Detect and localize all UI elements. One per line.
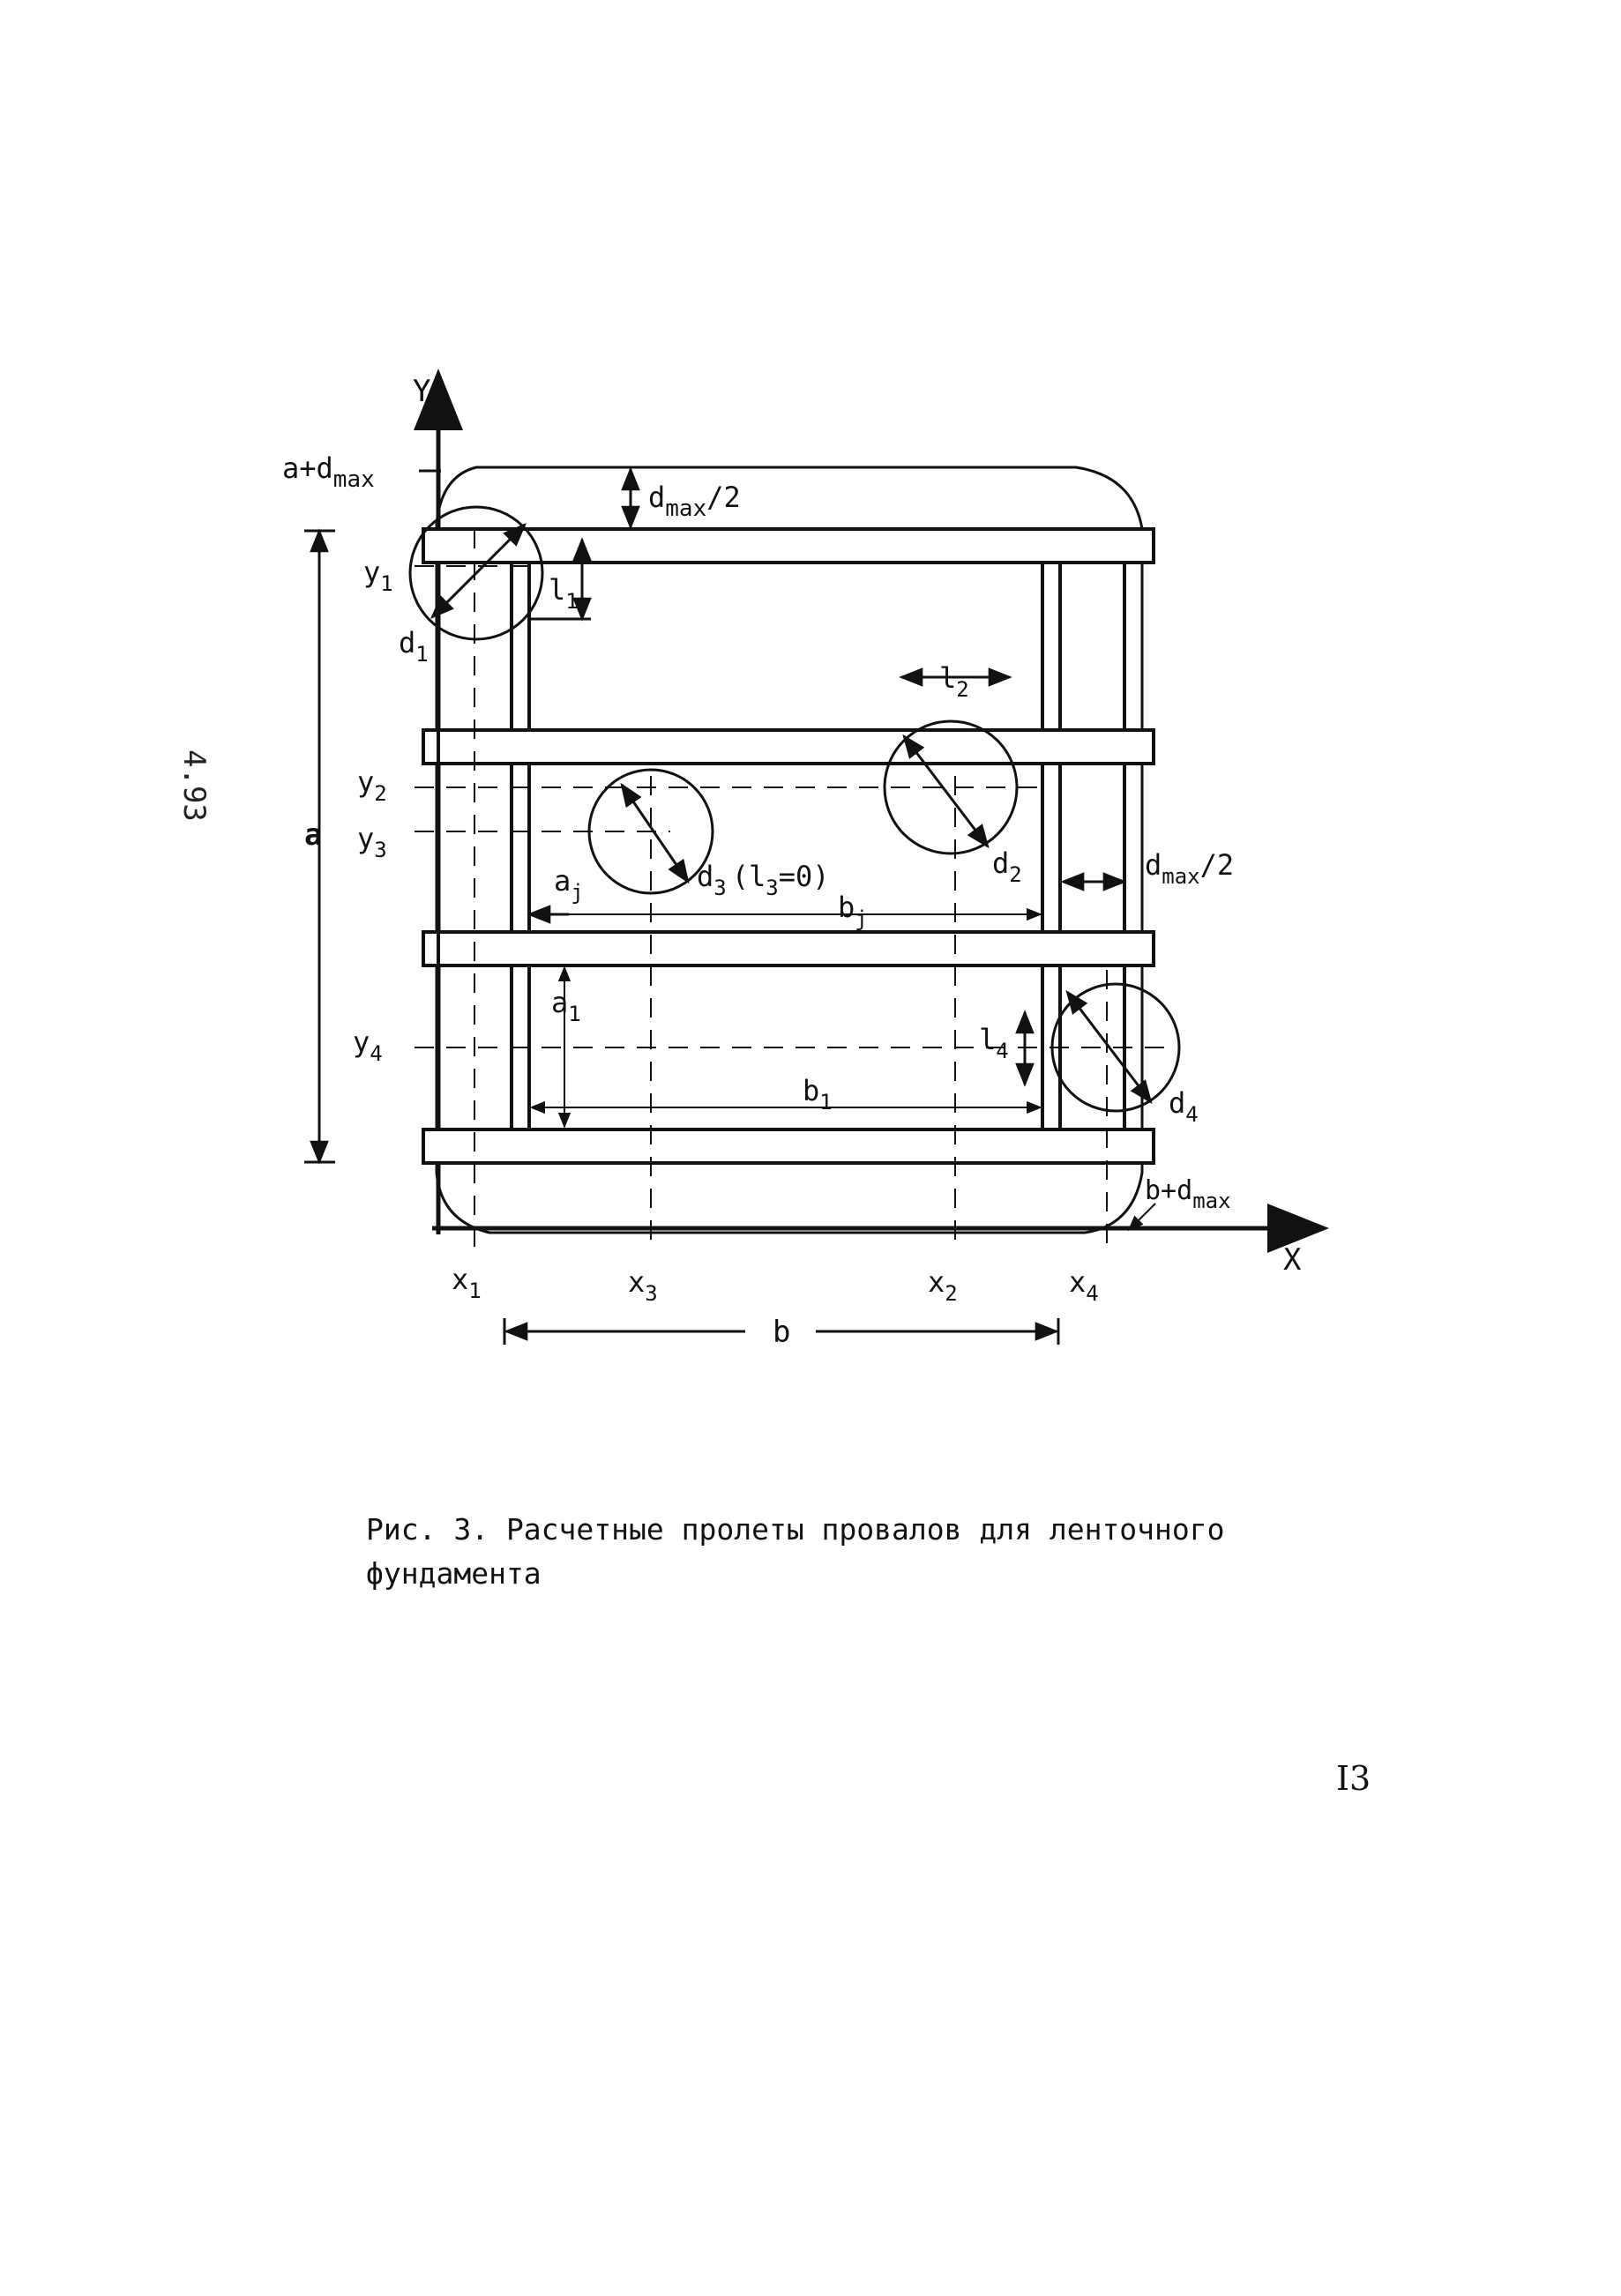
margin-stamp: 4.93: [176, 749, 212, 822]
caption-line-1: Рис. 3. Расчетные пролеты провалов для л…: [366, 1512, 1225, 1547]
y2-label: y2: [357, 765, 387, 806]
caption-line-2: фундамента: [366, 1556, 542, 1591]
x2-label: x2: [928, 1265, 958, 1306]
d3-label: d3(l3=0): [697, 860, 830, 900]
x1-label: x1: [452, 1263, 482, 1303]
l1-label: l1: [549, 573, 579, 614]
a-plus-dmax-label: a+dmax: [282, 451, 375, 493]
aj-label: aj: [554, 864, 584, 905]
right-dmax-half-label: dmax/2: [1145, 848, 1234, 889]
b-plus-dmax-label: b+dmax: [1145, 1175, 1231, 1213]
l2-label: l2: [939, 661, 969, 702]
l4-label: l4: [979, 1023, 1009, 1063]
b1-label: b1: [803, 1074, 833, 1114]
x4-label: x4: [1069, 1265, 1099, 1306]
d2-label: d2: [992, 846, 1022, 887]
d4-label: d4: [1169, 1086, 1199, 1127]
top-dmax-half-label: dmax/2: [648, 481, 741, 522]
bj-label: bj: [838, 891, 868, 931]
figure-caption: Рис. 3. Расчетные пролеты провалов для л…: [366, 1508, 1336, 1596]
hole-diameters: [430, 523, 1153, 1105]
inner-cells: [527, 561, 1044, 1131]
y-axis-label: Y: [413, 374, 430, 409]
dimension-b-label: b: [773, 1315, 790, 1350]
x3-label: x3: [628, 1265, 658, 1306]
x-axis-label: X: [1283, 1242, 1302, 1278]
dimension-a-label: a: [304, 817, 322, 853]
page-number: I3: [1336, 1759, 1371, 1798]
a1-label: a1: [551, 986, 581, 1026]
vertical-strips: [437, 563, 1126, 1129]
y3-label: y3: [357, 822, 387, 862]
y1-label: y1: [363, 555, 393, 596]
d1-label: d1: [399, 626, 429, 667]
hole-circles: [408, 505, 1181, 1113]
y4-label: y4: [353, 1025, 383, 1066]
